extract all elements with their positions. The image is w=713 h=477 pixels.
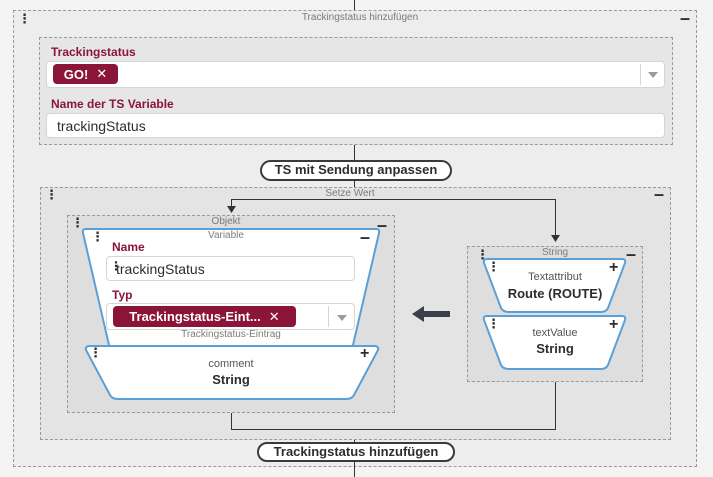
- connector-line: [354, 440, 355, 442]
- drag-dots-icon[interactable]: ⋮: [110, 259, 122, 273]
- drag-dots-icon[interactable]: ⋮: [487, 260, 500, 273]
- connector-line: [231, 199, 556, 200]
- textvalue-value: String: [536, 341, 574, 356]
- arrow-down-icon: [227, 206, 236, 213]
- drag-dots-icon[interactable]: ⋮: [487, 317, 500, 330]
- close-icon[interactable]: ✕: [268, 308, 280, 324]
- drag-dots-icon[interactable]: ⋮: [45, 188, 58, 201]
- add-trackingstatus-connector-button[interactable]: Trackingstatus hinzufügen: [257, 442, 455, 462]
- variable-name-input[interactable]: [46, 113, 665, 138]
- type-chip[interactable]: Trackingstatus-Eint... ✕: [113, 306, 296, 327]
- minus-icon[interactable]: –: [360, 227, 371, 247]
- variable-name-label: Name der TS Variable: [51, 97, 174, 111]
- minus-icon[interactable]: –: [377, 215, 388, 235]
- arrow-left-icon: [412, 306, 450, 322]
- comment-value: String: [212, 372, 250, 387]
- variable-name-value: trackingStatus: [57, 118, 146, 134]
- textattribut-card-shape: [482, 258, 627, 313]
- plus-icon[interactable]: +: [609, 259, 619, 276]
- connector-line: [354, 145, 355, 160]
- textvalue-caption: textValue: [532, 327, 578, 339]
- trackingstatus-chip-label: GO!: [63, 66, 89, 82]
- arrow-down-icon: [551, 235, 560, 242]
- ts-update-connector-button[interactable]: TS mit Sendung anpassen: [260, 160, 452, 181]
- string-caption: String: [541, 247, 569, 258]
- connector-line: [354, 462, 355, 477]
- outer-block-caption: Trackingstatus hinzufügen: [301, 12, 419, 23]
- select-divider: [328, 306, 329, 327]
- variable-caption: Variable: [208, 230, 244, 241]
- textattribut-caption: Textattribut: [528, 271, 582, 283]
- plus-icon[interactable]: +: [609, 316, 619, 333]
- textattribut-value: Route (ROUTE): [507, 286, 603, 301]
- trackingstatus-select[interactable]: [46, 61, 665, 88]
- object-caption: Objekt: [211, 216, 241, 227]
- name-label: Name: [112, 240, 145, 254]
- connector-line: [231, 413, 232, 429]
- type-label: Typ: [112, 288, 133, 302]
- drag-dots-icon[interactable]: ⋮: [91, 230, 104, 243]
- drag-dots-icon[interactable]: ⋮: [71, 216, 84, 229]
- type-chip-label: Trackingstatus-Eint...: [129, 309, 261, 324]
- type-subtitle: Trackingstatus-Eintrag: [181, 329, 281, 340]
- select-divider: [640, 64, 641, 85]
- plus-icon[interactable]: +: [360, 345, 370, 362]
- drag-dots-icon[interactable]: ⋮: [18, 12, 31, 25]
- connector-line: [231, 199, 232, 209]
- comment-caption: comment: [208, 358, 254, 370]
- connector-line: [555, 382, 556, 429]
- comment-card-shape: [84, 345, 380, 400]
- drag-dots-icon[interactable]: ⋮: [89, 346, 102, 359]
- chevron-down-icon[interactable]: [337, 315, 347, 321]
- close-icon[interactable]: ✕: [96, 66, 108, 81]
- connector-line: [555, 199, 556, 237]
- chevron-down-icon[interactable]: [648, 72, 658, 78]
- minus-icon[interactable]: –: [626, 244, 637, 264]
- minus-icon[interactable]: –: [680, 8, 691, 28]
- connector-line: [231, 429, 556, 430]
- trackingstatus-chip[interactable]: GO! ✕: [53, 64, 118, 84]
- name-value: trackingStatus: [116, 261, 205, 277]
- set-value-caption: Setze Wert: [325, 188, 375, 199]
- name-input[interactable]: [106, 256, 355, 281]
- textvalue-card-shape: [482, 315, 627, 370]
- connector-line: [354, 181, 355, 187]
- minus-icon[interactable]: –: [654, 184, 665, 204]
- trackingstatus-label: Trackingstatus: [51, 45, 136, 59]
